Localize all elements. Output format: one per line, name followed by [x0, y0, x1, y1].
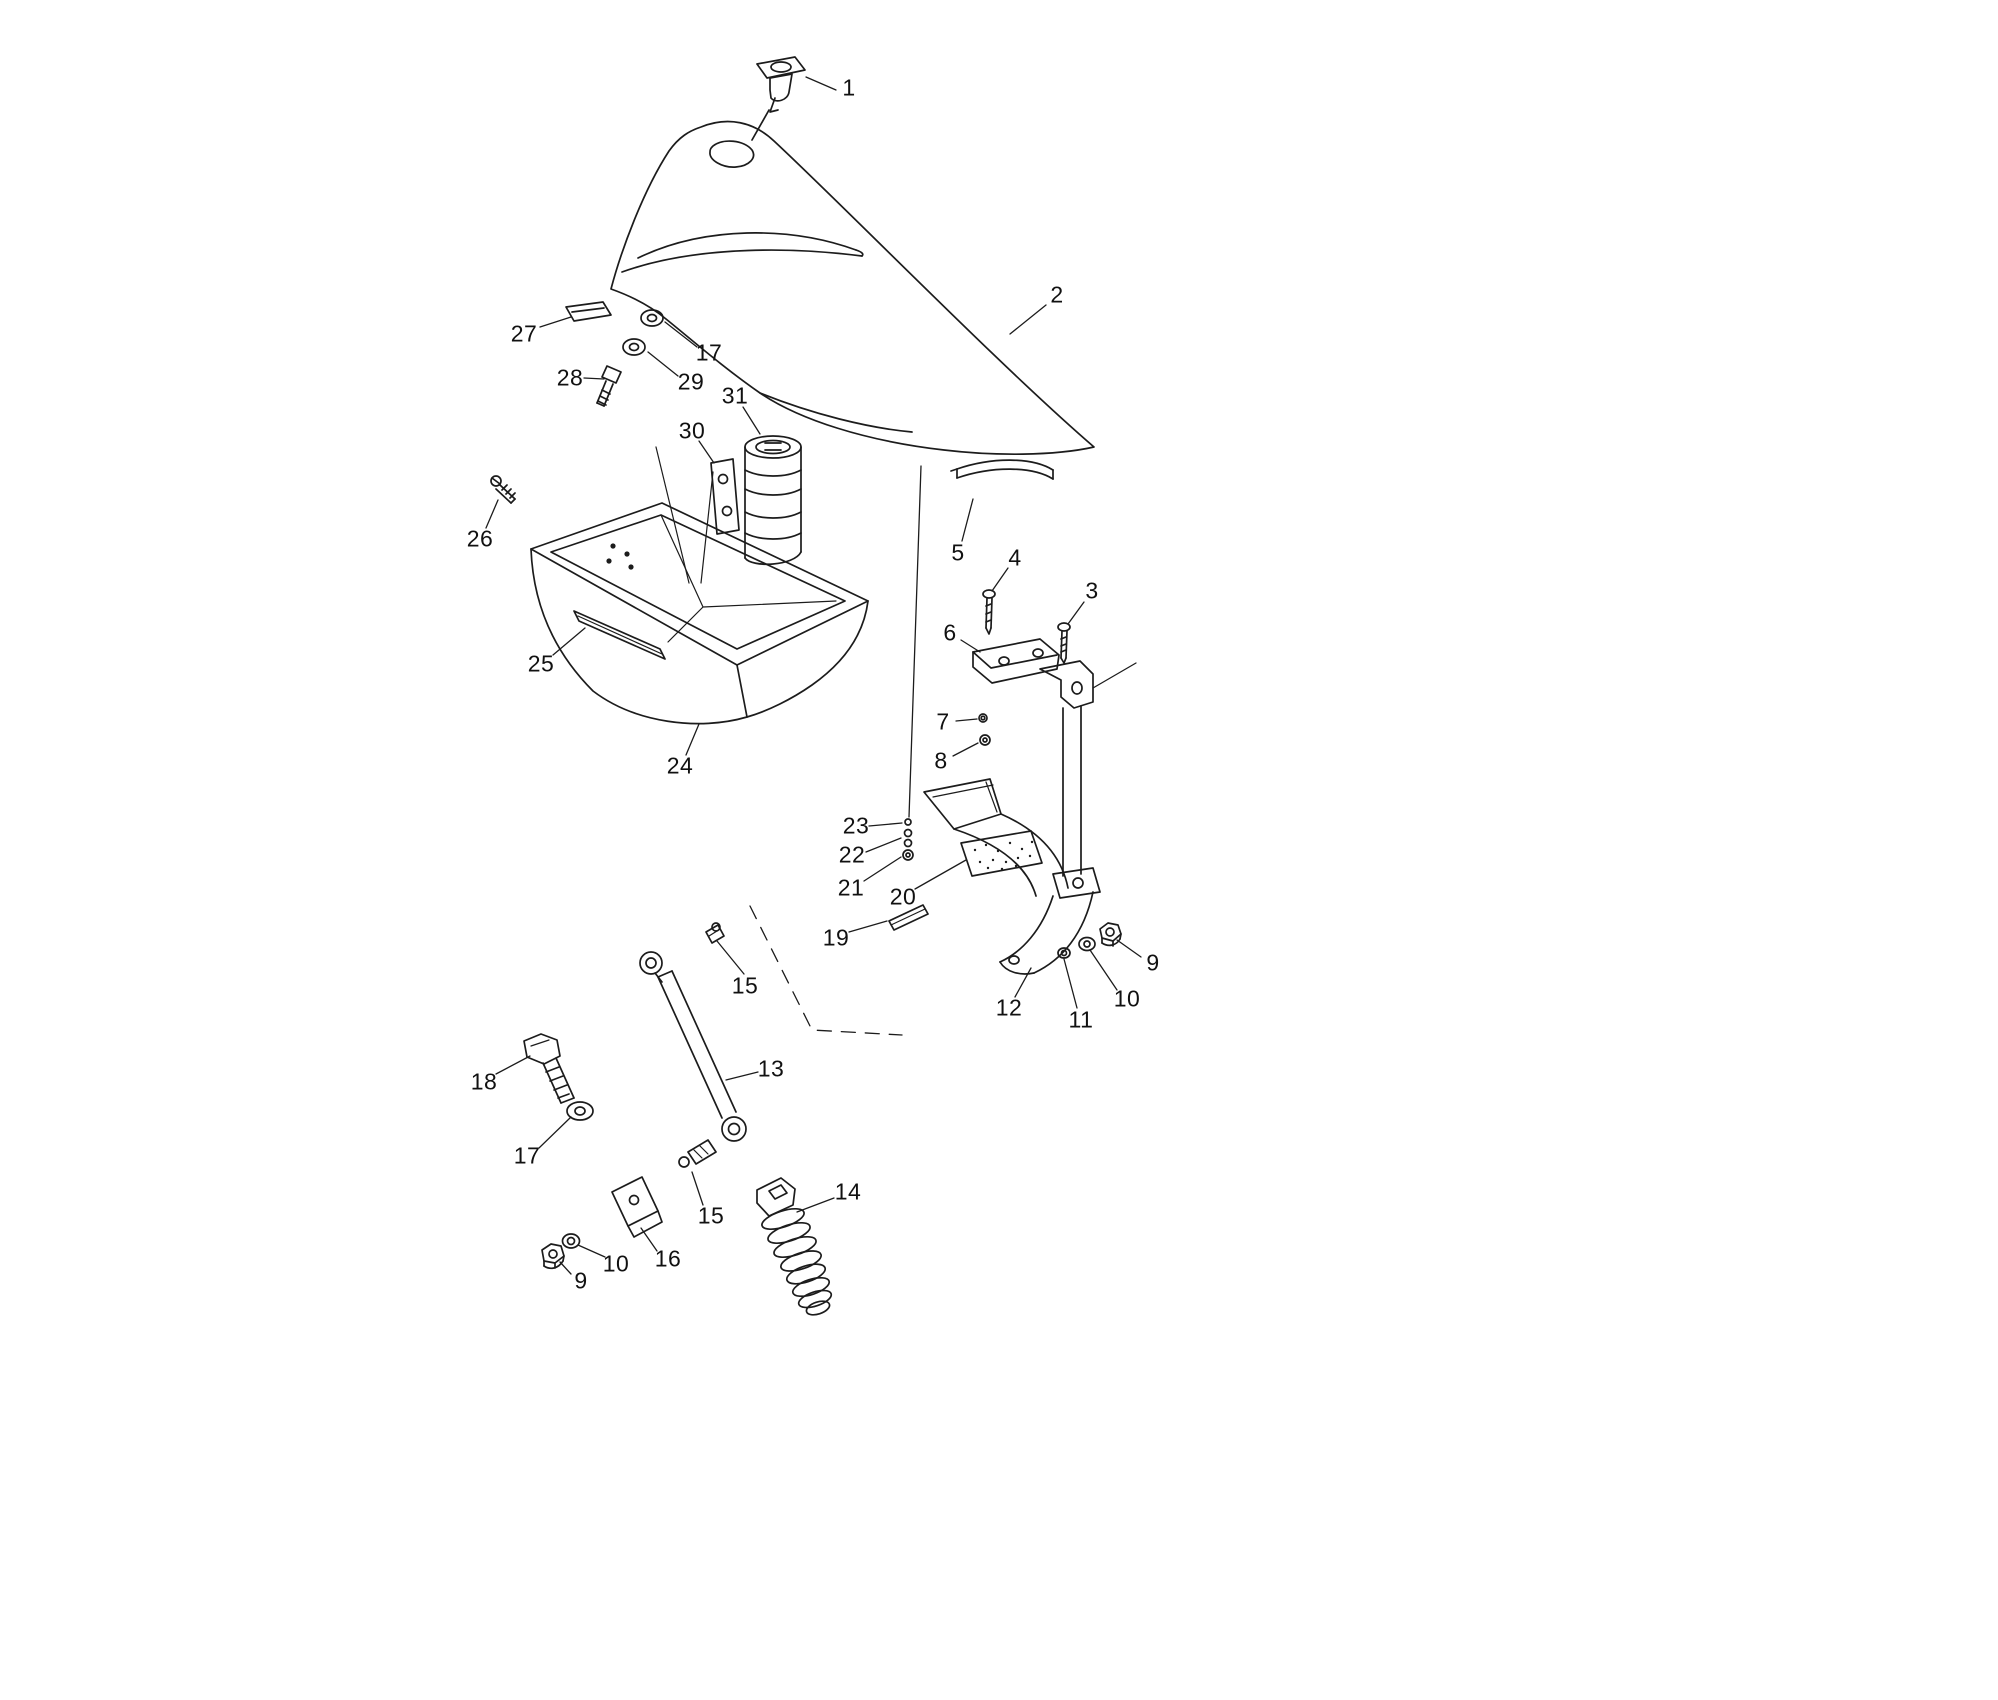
steering-clevis	[1039, 660, 1137, 709]
leader-line-18	[495, 1055, 531, 1075]
reference-dashed-lines	[749, 905, 903, 1036]
hood-latch	[751, 56, 806, 141]
leader-line-29	[647, 351, 679, 377]
bracket-27	[565, 301, 612, 322]
leader-line-8	[952, 742, 979, 757]
leader-line-17	[538, 1116, 572, 1149]
leader-line-22	[865, 837, 902, 853]
leader-line-15	[691, 1171, 704, 1206]
leader-line-20	[914, 859, 967, 890]
ball-stud-15-top	[705, 922, 725, 944]
leader-line-6	[960, 639, 981, 653]
long-pointer-line	[908, 465, 922, 818]
leader-line-4	[991, 567, 1009, 592]
leader-line-9	[559, 1261, 572, 1275]
leader-line-3	[1067, 601, 1085, 625]
bracket-6	[972, 638, 1060, 684]
leader-line-2	[1009, 304, 1047, 335]
bolt-18	[523, 1033, 575, 1104]
leader-line-13	[725, 1071, 759, 1081]
plate-16	[611, 1176, 663, 1238]
leader-line-5	[961, 498, 974, 542]
leader-line-31	[742, 406, 761, 435]
canister-31	[744, 435, 802, 566]
leader-line-16	[640, 1227, 658, 1252]
arm-12	[999, 891, 1094, 975]
leader-line-10	[577, 1244, 606, 1258]
washer-10-left	[561, 1233, 581, 1249]
ball-stud-15-bottom	[678, 1139, 717, 1168]
washer-11	[1057, 947, 1071, 959]
hood	[610, 120, 1095, 456]
leader-line-7	[955, 718, 978, 722]
leader-line-9	[1116, 939, 1142, 958]
hood-vent	[709, 140, 755, 168]
leader-line-23	[868, 822, 903, 827]
leader-line-17	[664, 321, 698, 348]
pin-19	[888, 904, 929, 931]
washer-29	[622, 338, 646, 356]
bolt-28	[596, 365, 622, 407]
pad-20	[960, 830, 1043, 877]
leader-line-1	[805, 76, 837, 91]
leader-line-14	[796, 1197, 835, 1213]
washer-10-right	[1078, 936, 1096, 952]
leader-line-28	[583, 377, 605, 380]
leader-line-27	[539, 316, 572, 328]
leader-line-21	[863, 856, 902, 882]
screw-26	[490, 475, 516, 504]
washer-17-top	[640, 309, 664, 327]
trim-strip-5	[950, 459, 1054, 480]
nut-9-left	[541, 1243, 565, 1270]
leader-line-25	[552, 627, 586, 656]
gooseneck-arm	[923, 778, 1069, 897]
washer-stack-21-23	[902, 818, 914, 861]
tray-drain-holes	[606, 543, 634, 570]
washer-17-bottom	[566, 1101, 594, 1121]
fastener-7	[978, 713, 988, 723]
leader-line-11	[1063, 958, 1078, 1009]
tie-rod-13	[639, 951, 747, 1142]
leader-line-24	[685, 723, 700, 756]
leader-line-19	[848, 920, 888, 933]
storage-tray-24	[530, 502, 869, 725]
boot-14	[756, 1177, 833, 1316]
leader-lines	[485, 76, 1142, 1275]
screw-3	[1057, 622, 1071, 664]
bracket-30	[655, 446, 740, 584]
nut-9-right	[1099, 922, 1122, 947]
steering-post	[1052, 705, 1101, 899]
screw-4	[982, 589, 996, 635]
leader-line-12	[1014, 967, 1032, 998]
leader-line-10	[1089, 949, 1118, 991]
leader-line-26	[485, 499, 499, 529]
fastener-8	[979, 734, 991, 746]
leader-line-15	[716, 940, 745, 975]
leader-line-30	[698, 440, 715, 464]
trim-strip-25	[573, 610, 666, 660]
